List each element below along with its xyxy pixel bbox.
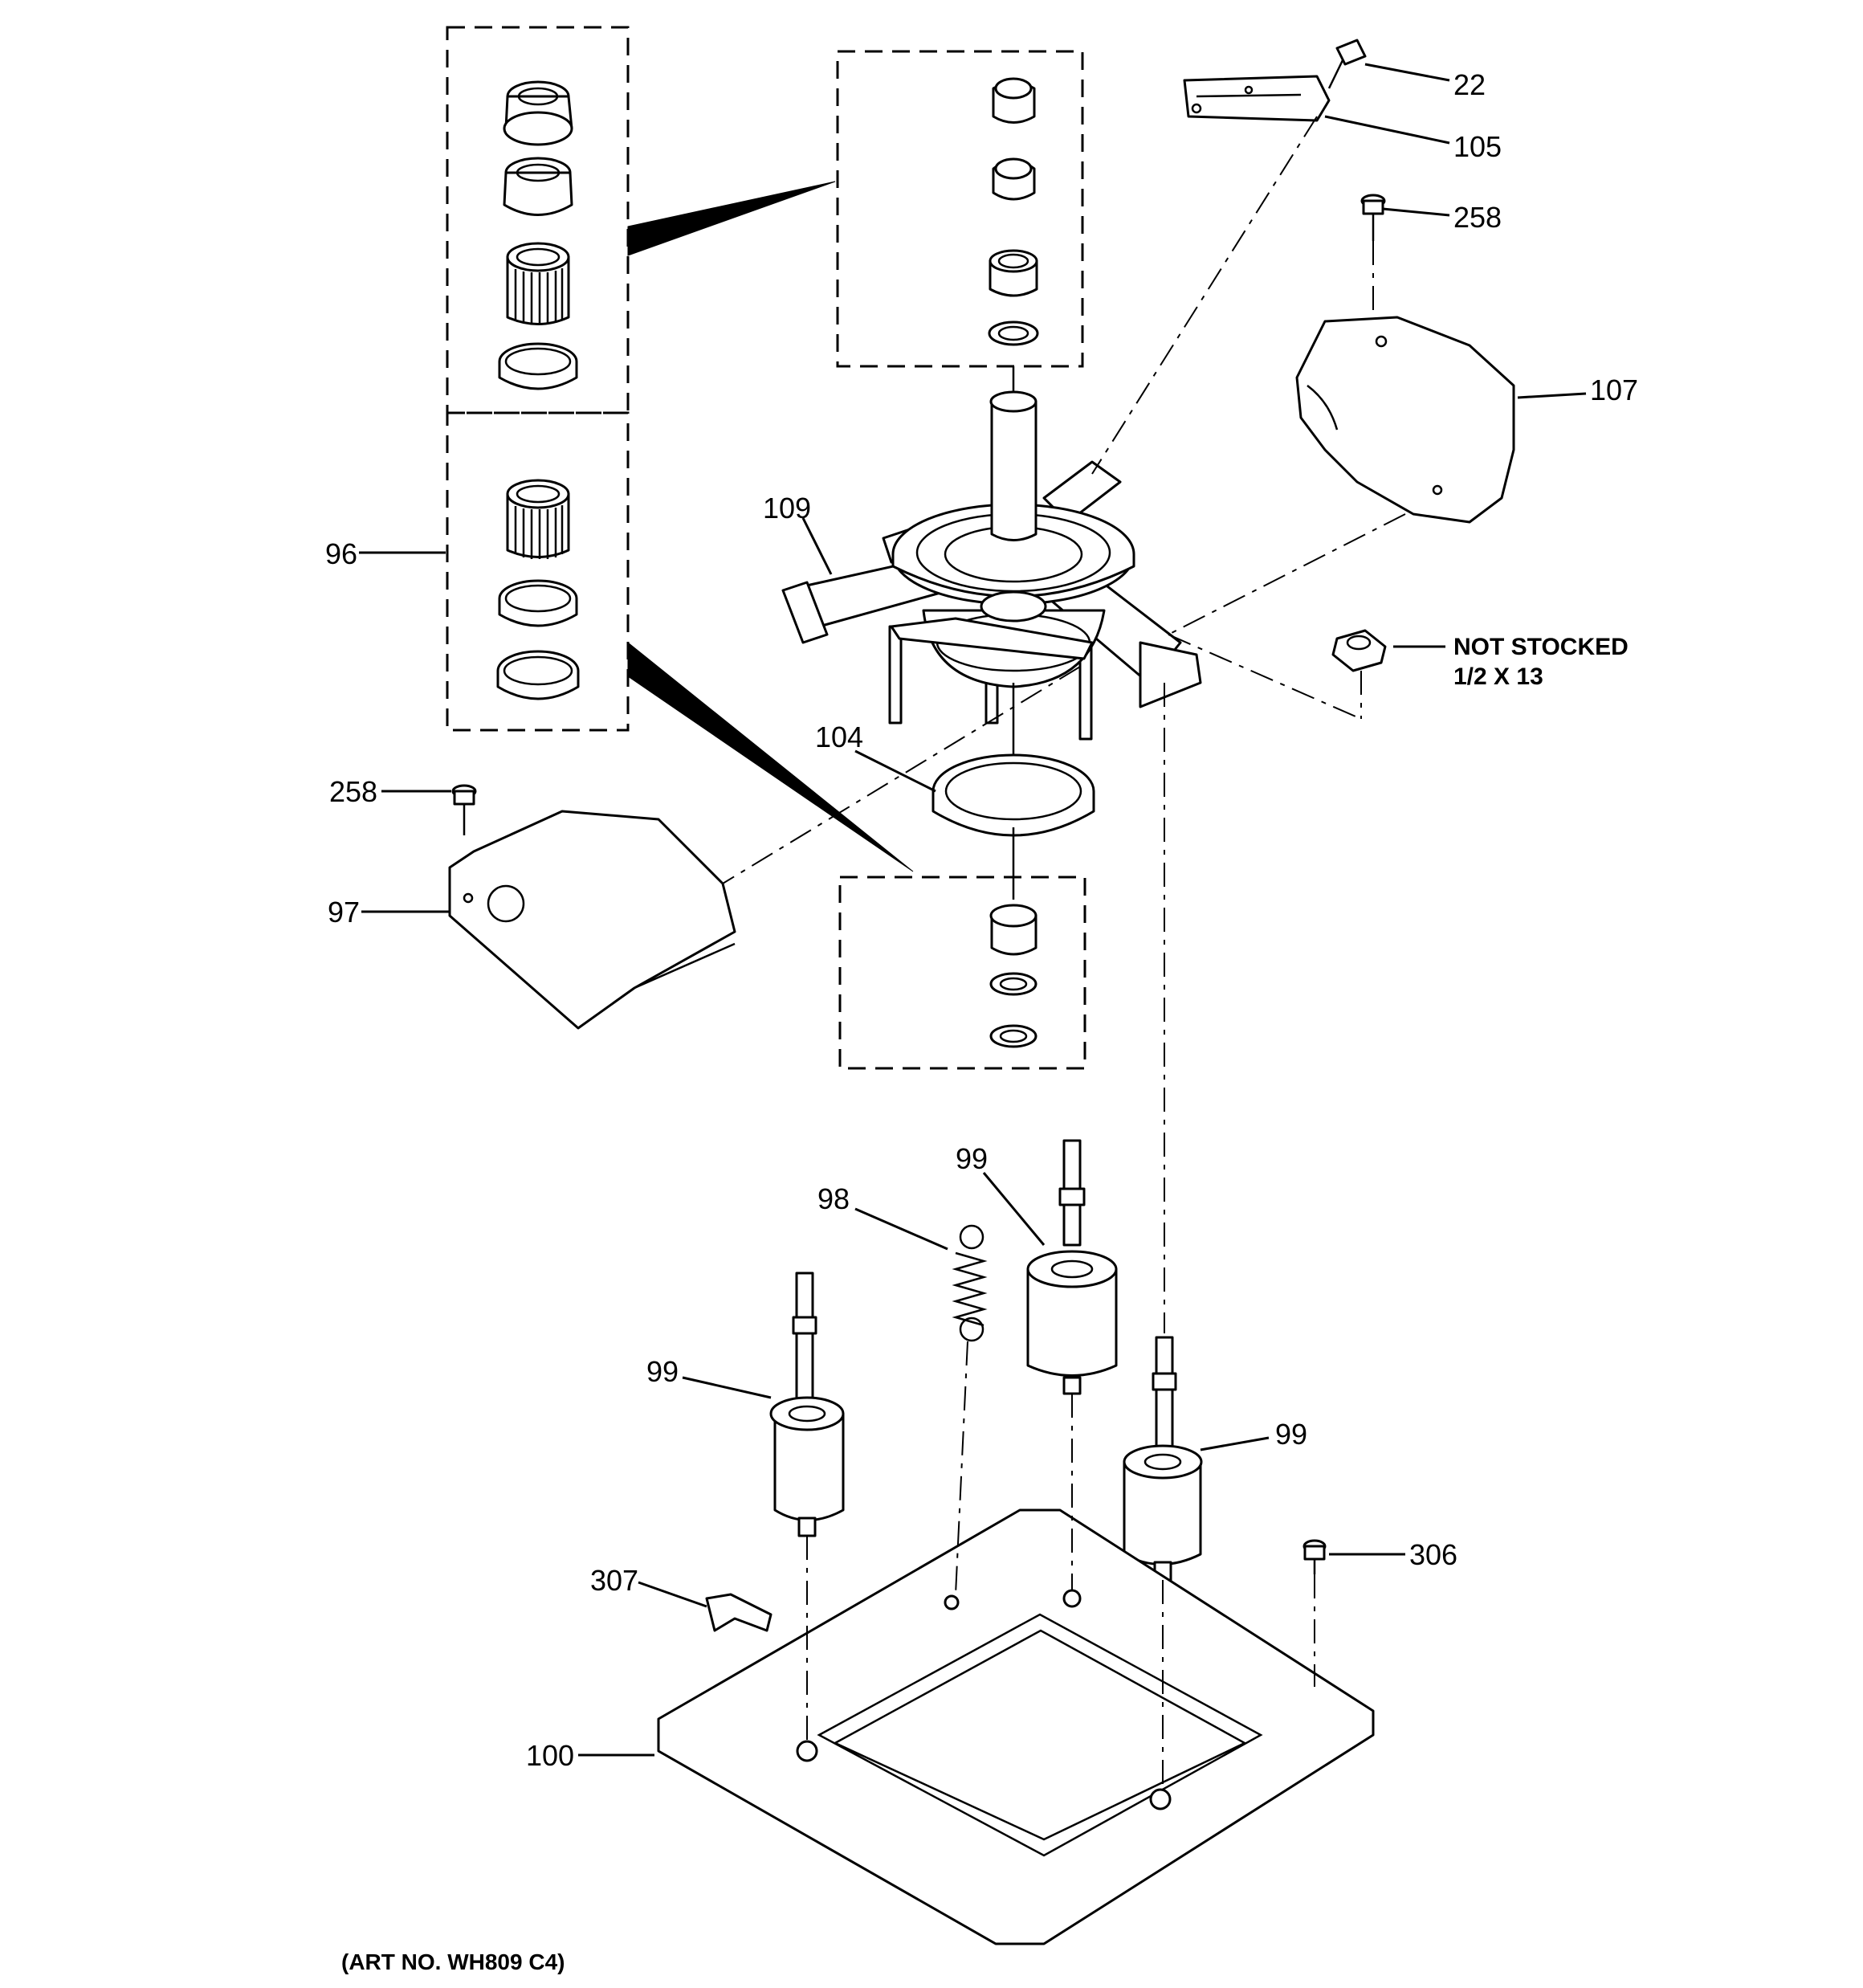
spring-98 [952,1224,988,1342]
upper-wedge-pointer [627,181,836,256]
callout-22: 22 [1453,68,1486,101]
cover-97 [448,810,736,1030]
screw-258-right [1360,194,1386,241]
clip-307 [705,1593,773,1632]
nut-not-stocked [1331,629,1387,672]
lower-left-kit-box [446,411,630,732]
callout-97: 97 [328,896,360,929]
callout-258-left: 258 [329,775,377,808]
callout-100: 100 [526,1739,574,1772]
transmission-assembly [781,366,1202,741]
bracket-105 [1183,75,1331,122]
callout-104: 104 [815,720,863,753]
callout-307: 307 [590,1564,638,1597]
shield-107 [1295,316,1515,524]
assembly-guide-lines [722,116,1406,1790]
screw-258-left [451,784,477,835]
callout-258-right: 258 [1453,201,1502,234]
screw-306 [1302,1539,1327,1574]
lower-wedge-pointer [627,641,914,872]
callout-107: 107 [1590,374,1638,406]
left-kit-parts [496,80,580,700]
damper-99-left [769,1272,845,1537]
damper-99-center [1026,1139,1118,1395]
lower-bearing-kit-box [838,876,1086,1070]
damper-99-right [1123,1336,1203,1582]
ring-104 [932,753,1095,837]
base-100 [657,1508,1375,1945]
callout-105: 105 [1453,130,1502,163]
callout-leaders [359,63,1587,1757]
callout-99-left: 99 [646,1355,679,1388]
callout-98: 98 [817,1182,850,1215]
upper-bearing-kit-parts [988,77,1039,346]
lower-bearing-kit-parts [989,904,1037,1048]
upper-bearing-kit-box [836,50,1084,368]
not-stocked-label: NOT STOCKED [1453,634,1629,660]
callout-99-right: 99 [1275,1418,1307,1451]
callout-306: 306 [1409,1538,1457,1571]
screw-22 [1327,39,1367,89]
nut-size-label: 1/2 X 13 [1453,663,1543,690]
callout-109: 109 [763,492,811,525]
callout-99-center: 99 [956,1142,988,1175]
callout-96: 96 [325,537,357,570]
art-number: (ART NO. WH809 C4) [341,1949,565,1974]
